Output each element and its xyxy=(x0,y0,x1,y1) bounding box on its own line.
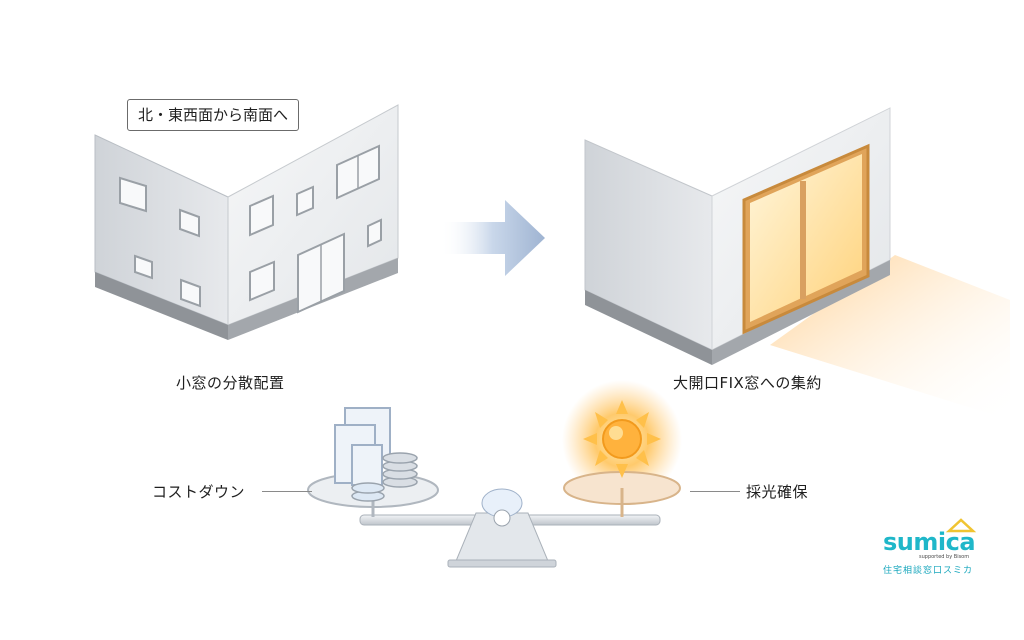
left-caption: 小窓の分散配置 xyxy=(176,374,285,392)
left-building xyxy=(94,104,399,340)
cost-down-leader xyxy=(262,491,312,492)
logo-tagline: 住宅相談窓口スミカ xyxy=(883,566,974,576)
callout-label: 北・東西面から南面へ xyxy=(127,99,300,131)
right-building xyxy=(584,107,1010,420)
balance-scale xyxy=(307,380,682,568)
lighting-label: 採光確保 xyxy=(746,483,809,501)
logo-word: sumica xyxy=(883,528,976,556)
cost-down-label: コストダウン xyxy=(152,483,246,501)
logo-roof-icon xyxy=(945,518,977,533)
lighting-leader xyxy=(690,491,740,492)
logo-sub: supported by Bisom xyxy=(919,554,970,560)
right-caption: 大開口FIX窓への集約 xyxy=(673,374,822,392)
transition-arrow xyxy=(440,200,545,276)
sumica-logo: sumica supported by Bisom 住宅相談窓口スミカ xyxy=(883,528,983,578)
